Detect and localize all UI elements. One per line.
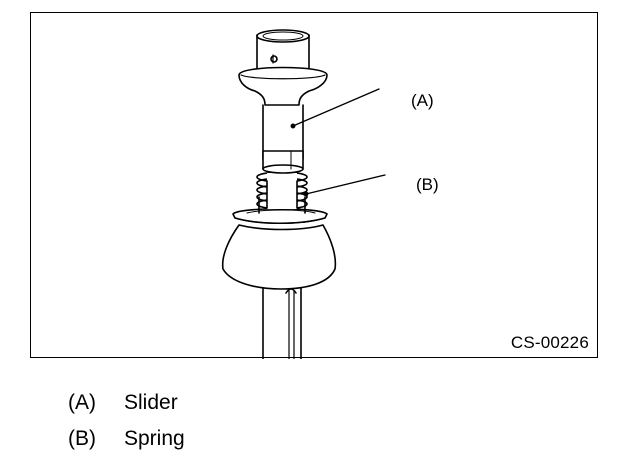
leader-lines [290,88,386,197]
boot [221,224,337,290]
slider-spring-illustration [221,29,386,359]
legend-key: (B) [68,427,96,450]
figure-code: CS-00226 [510,333,589,352]
lower-shaft [262,282,302,359]
legend-item-spring: (B) Spring [68,427,185,451]
callout-label-a: (A) [411,91,434,110]
legend-key: (A) [68,391,96,414]
slider-drawing [238,29,328,174]
seat-washer [232,207,328,225]
spring-drawing [256,171,308,214]
legend-label: Slider [124,391,178,414]
legend-label: Spring [124,427,185,450]
figure-frame: (A) (B) CS-00226 [30,12,598,359]
callout-label-b: (B) [416,175,439,194]
legend-item-slider: (A) Slider [68,391,178,415]
